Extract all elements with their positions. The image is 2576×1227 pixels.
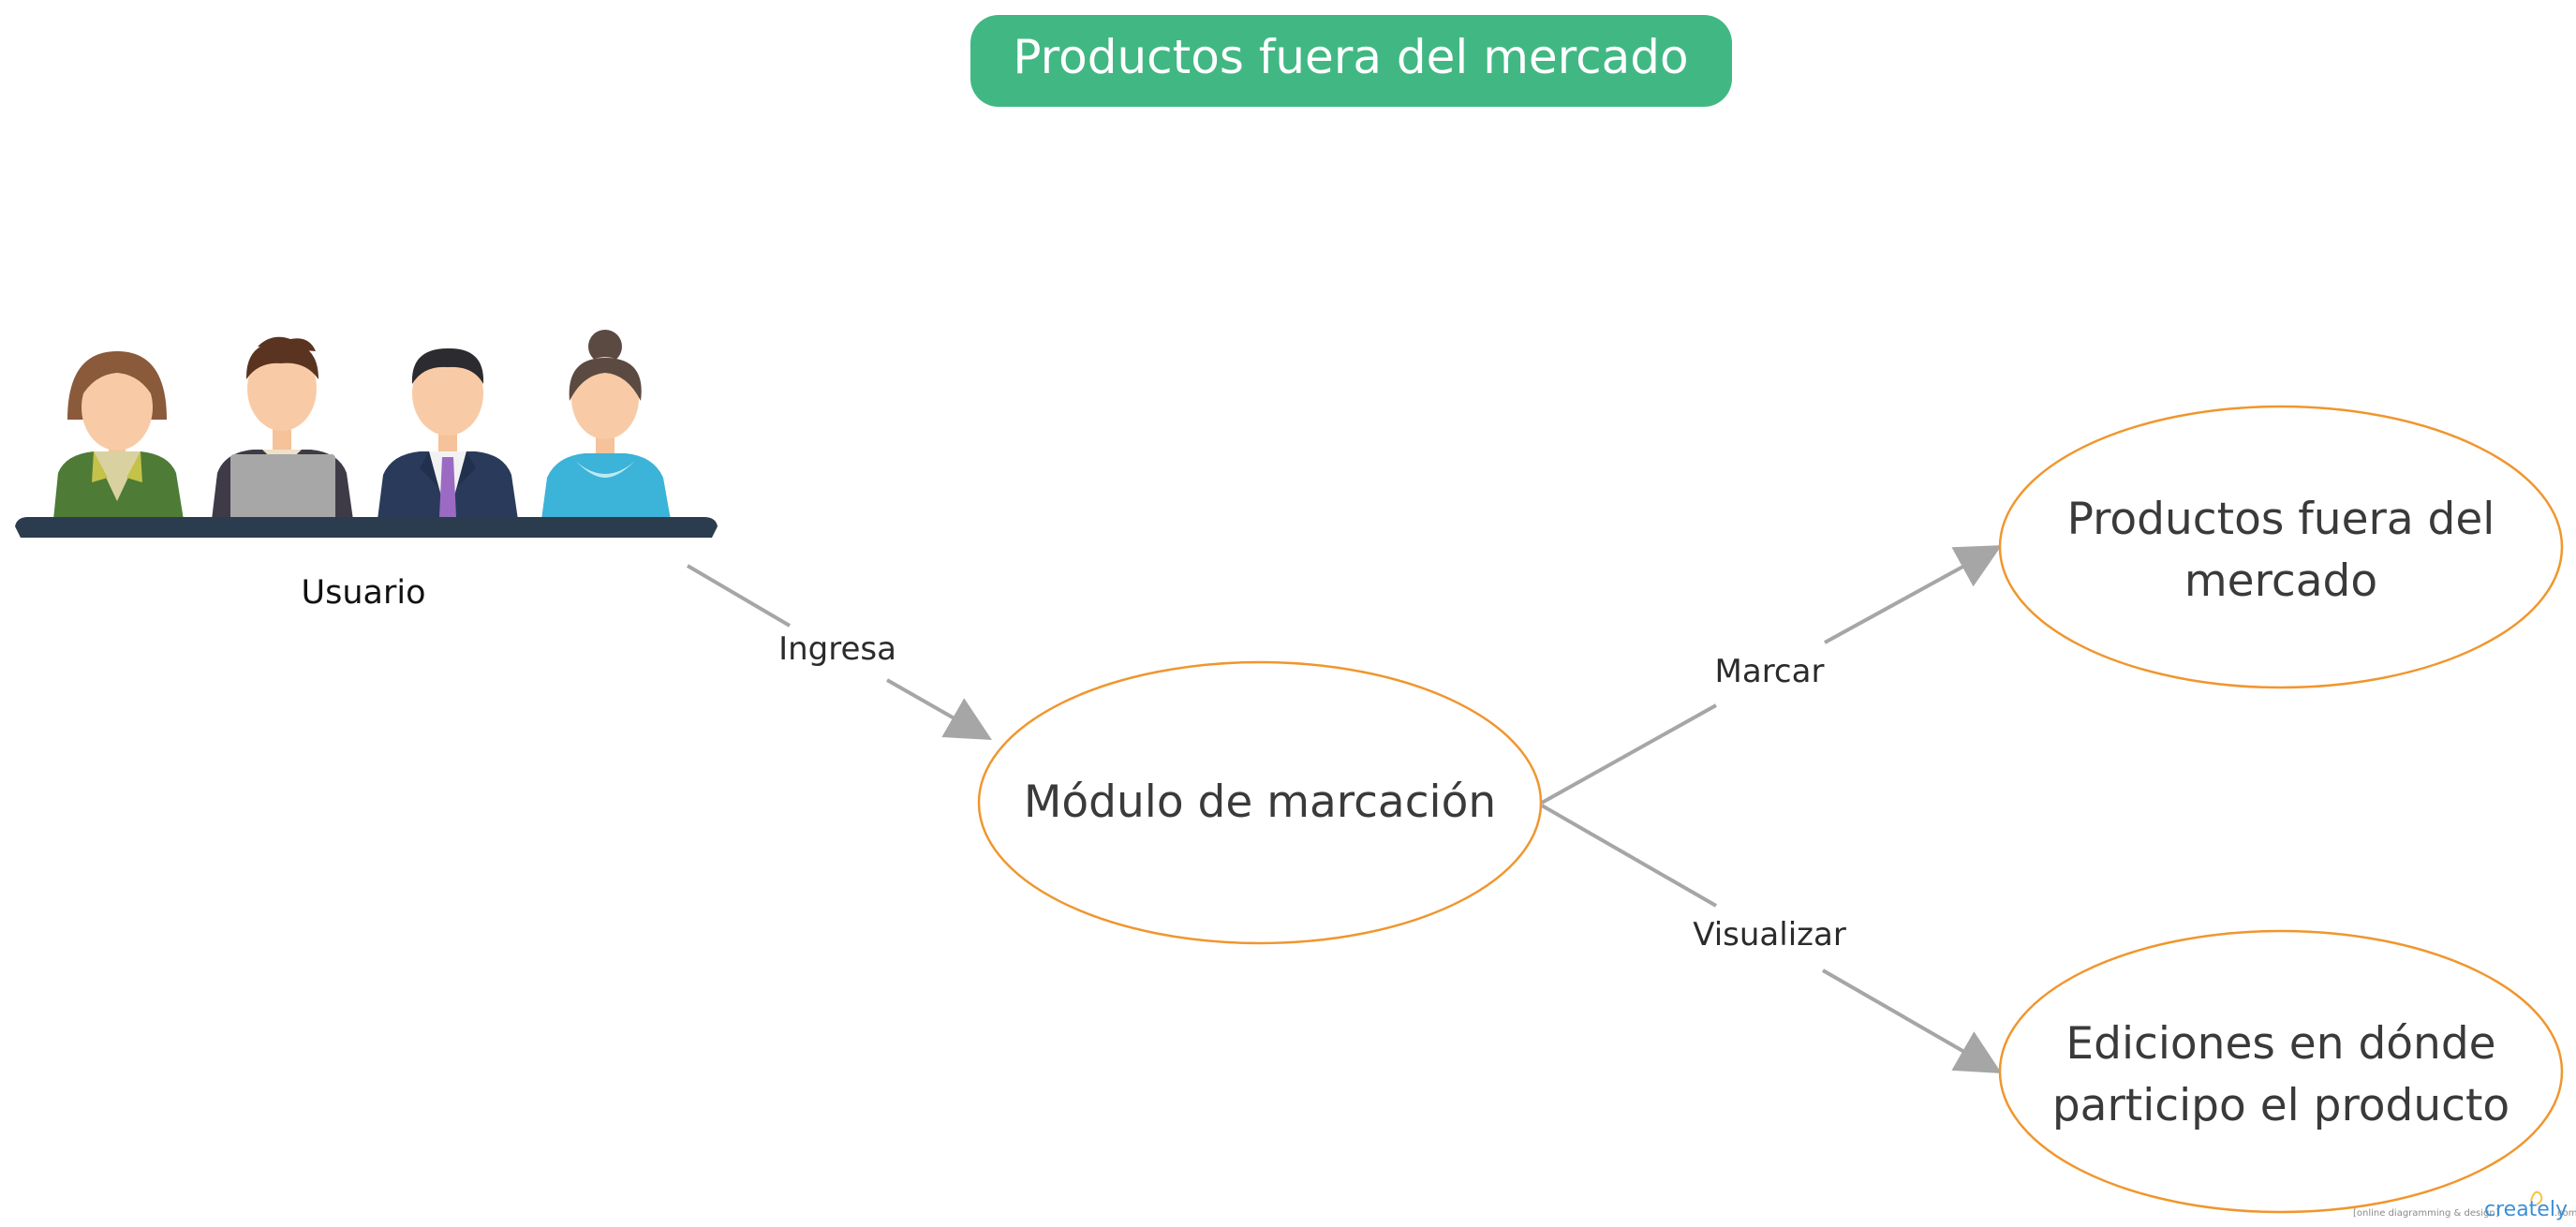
node-modulo-ellipse	[977, 660, 1543, 945]
edge-ingresa-line-2	[886, 678, 992, 740]
edge-marcar-line-2	[1824, 545, 2003, 644]
title-banner: Productos fuera del mercado	[970, 15, 1732, 107]
edge-marcar: Marcar	[1541, 545, 2003, 805]
watermark-suffix: .com	[2554, 1208, 2576, 1219]
edge-visualizar: Visualizar	[1541, 804, 2002, 1073]
creately-watermark: [online diagramming & design] creately .…	[2353, 1190, 2576, 1221]
watermark-tagline: [online diagramming & design]	[2353, 1208, 2499, 1219]
desk-icon	[15, 517, 718, 538]
edge-visualizar-label: Visualizar	[1693, 916, 1846, 954]
watermark-brand: creately	[2484, 1198, 2568, 1221]
node-productos-ellipse	[1998, 405, 2564, 689]
node-ediciones-line1: Ediciones en dónde	[2065, 1018, 2495, 1070]
person-man-laptop-icon	[212, 336, 353, 522]
node-modulo-marcacion: Módulo de marcación	[977, 660, 1543, 945]
edge-ingresa-line-1	[686, 564, 792, 628]
node-productos-line1: Productos fuera del	[2067, 494, 2495, 545]
actor-label: Usuario	[301, 574, 425, 612]
edge-marcar-line-1	[1541, 703, 1717, 805]
diagram-title: Productos fuera del mercado	[1013, 30, 1688, 84]
edge-visualizar-line-1	[1541, 804, 1717, 908]
person-woman-blue-icon	[541, 330, 671, 520]
person-woman-green-icon	[53, 351, 184, 520]
node-modulo-label: Módulo de marcación	[1024, 776, 1496, 828]
node-productos-line2: mercado	[2184, 555, 2377, 607]
edge-ingresa: Ingresa	[686, 564, 992, 740]
title-box	[970, 15, 1732, 107]
node-ediciones-line2: participo el producto	[2052, 1080, 2509, 1131]
edge-marcar-label: Marcar	[1715, 653, 1825, 690]
node-ediciones-ellipse	[1998, 929, 2564, 1214]
watermark-bulb-icon	[2530, 1190, 2543, 1205]
node-ediciones: Ediciones en dónde participo el producto	[1998, 929, 2564, 1214]
laptop-icon	[230, 454, 335, 522]
actor-usuario: Usuario	[15, 330, 718, 612]
edge-ingresa-label: Ingresa	[778, 630, 896, 668]
node-productos-fuera: Productos fuera del mercado	[1998, 405, 2564, 689]
edge-visualizar-line-2	[1822, 968, 2002, 1073]
person-man-suit-icon	[378, 347, 518, 523]
